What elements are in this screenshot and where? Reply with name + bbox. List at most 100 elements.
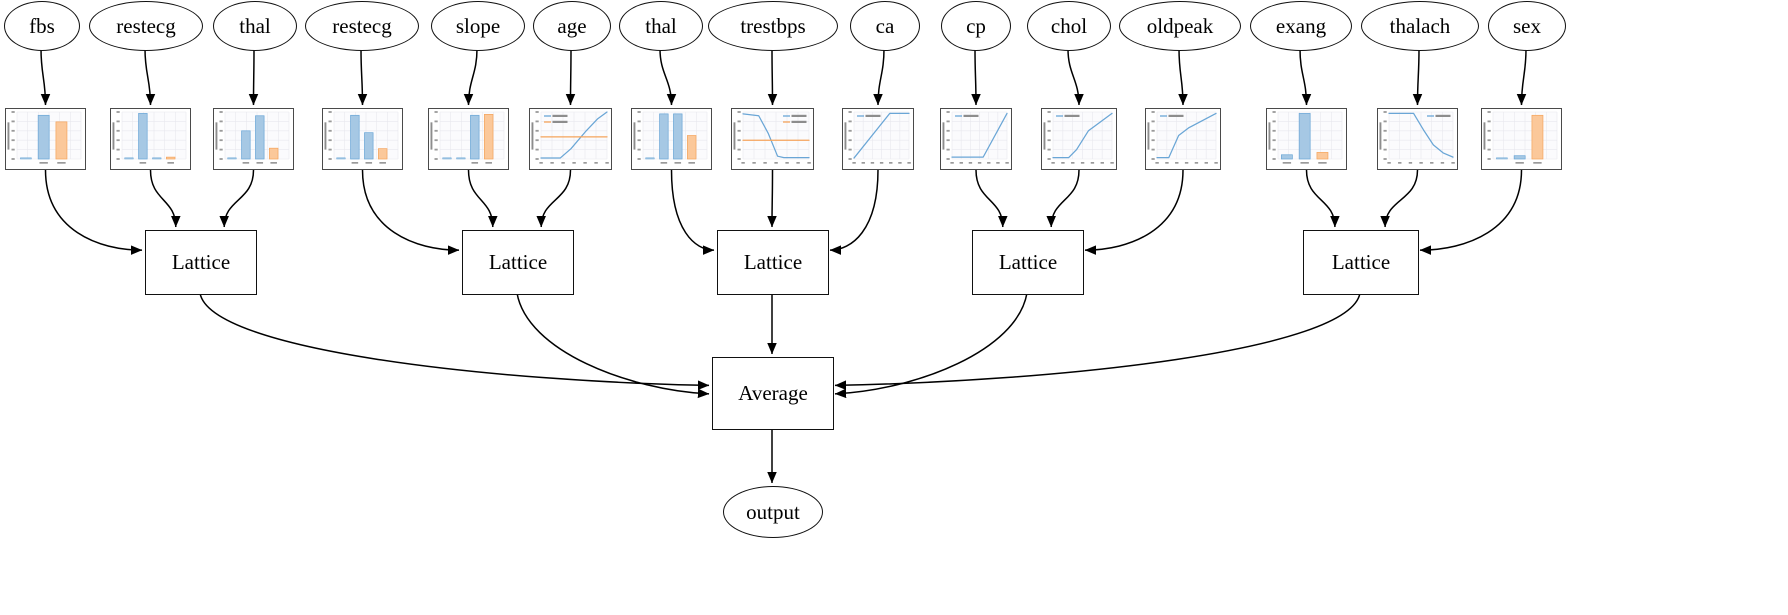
- calibrator-plot-svg: [530, 109, 610, 168]
- calibrator-plot-fbs[interactable]: [5, 108, 86, 170]
- graph-edge: [873, 48, 885, 106]
- calibrator-plot-svg: [6, 109, 84, 168]
- feature-node-thal[interactable]: thal: [619, 1, 703, 51]
- feature-node-label: cp: [966, 13, 986, 38]
- graph-edge: [1299, 48, 1312, 106]
- graph-edge: [1178, 48, 1188, 106]
- graph-edge: [467, 169, 498, 228]
- lattice-node-label: Lattice: [1331, 250, 1391, 274]
- graph-edge: [1516, 48, 1527, 106]
- feature-node-thal[interactable]: thal: [213, 1, 297, 51]
- feature-node-label: sex: [1513, 13, 1541, 38]
- graph-edge: [144, 48, 156, 106]
- calibrator-plot-thal[interactable]: [631, 108, 712, 170]
- average-node[interactable]: Average: [712, 357, 834, 430]
- feature-node-label: thal: [645, 13, 677, 38]
- graph-edge: [40, 48, 51, 106]
- feature-node-ca[interactable]: ca: [850, 1, 920, 51]
- feature-node-label: fbs: [29, 13, 55, 38]
- feature-node-label: chol: [1050, 13, 1088, 38]
- graph-edge: [767, 169, 777, 228]
- graph-edge: [219, 169, 255, 228]
- output-node-label: output: [746, 499, 800, 524]
- graph-edge: [357, 48, 368, 106]
- feature-node-slope[interactable]: slope: [431, 1, 525, 51]
- lattice-node-label: Lattice: [171, 250, 231, 274]
- graph-edge: [1046, 169, 1080, 228]
- calibrator-plot-trestbps[interactable]: [731, 108, 814, 170]
- calibrator-plot-svg: [1146, 109, 1219, 168]
- feature-node-label: exang: [1275, 13, 1327, 38]
- graph-edge: [1084, 169, 1184, 255]
- lattice-node-label: Lattice: [998, 250, 1058, 274]
- calibrator-plot-slope[interactable]: [428, 108, 509, 170]
- calibrator-plot-sex[interactable]: [1481, 108, 1562, 170]
- calibrator-plot-age[interactable]: [529, 108, 612, 170]
- calibrator-plot-svg: [111, 109, 189, 168]
- lattice-node[interactable]: Lattice: [462, 230, 574, 295]
- calibrator-plot-oldpeak[interactable]: [1145, 108, 1221, 170]
- calibrator-plot-chol[interactable]: [1041, 108, 1117, 170]
- calibrator-plot-exang[interactable]: [1266, 108, 1347, 170]
- calibrator-plot-svg: [632, 109, 710, 168]
- feature-node-age[interactable]: age: [533, 1, 611, 51]
- graph-edge: [248, 48, 259, 106]
- feature-node-chol[interactable]: chol: [1027, 1, 1111, 51]
- graph-edge: [565, 48, 576, 106]
- calibrator-plot-svg: [843, 109, 912, 168]
- lattice-node[interactable]: Lattice: [972, 230, 1084, 295]
- graph-edge: [834, 292, 1028, 399]
- feature-node-oldpeak[interactable]: oldpeak: [1119, 1, 1241, 51]
- calibrator-plot-svg: [1378, 109, 1456, 168]
- calibrator-plot-svg: [1267, 109, 1345, 168]
- output-node[interactable]: output: [723, 486, 823, 538]
- lattice-node[interactable]: Lattice: [1303, 230, 1419, 295]
- graph-edge: [516, 292, 710, 399]
- feature-node-sex[interactable]: sex: [1488, 1, 1566, 51]
- feature-node-cp[interactable]: cp: [941, 1, 1011, 51]
- graph-edge: [670, 169, 715, 255]
- calibrator-plot-restecg[interactable]: [322, 108, 403, 170]
- calibrator-plot-restecg[interactable]: [110, 108, 191, 170]
- feature-node-label: age: [557, 13, 587, 38]
- feature-node-label: ca: [875, 13, 895, 38]
- average-node-label: Average: [738, 381, 808, 405]
- feature-node-label: thal: [239, 13, 271, 38]
- feature-node-label: thalach: [1389, 13, 1451, 38]
- feature-node-label: oldpeak: [1146, 13, 1214, 38]
- calibrator-plot-thalach[interactable]: [1377, 108, 1458, 170]
- feature-node-label: restecg: [116, 13, 176, 38]
- calibrator-plot-ca[interactable]: [842, 108, 914, 170]
- graph-edge: [199, 292, 710, 390]
- graph-edge: [975, 169, 1008, 228]
- calibrator-plot-svg: [429, 109, 507, 168]
- lattice-node[interactable]: Lattice: [717, 230, 829, 295]
- graph-edge: [361, 169, 460, 255]
- calibrator-plot-svg: [732, 109, 812, 168]
- feature-node-restecg[interactable]: restecg: [89, 1, 203, 51]
- calibrator-plot-svg: [1042, 109, 1115, 168]
- graph-edge: [659, 48, 677, 106]
- lattice-node-label: Lattice: [743, 250, 803, 274]
- calibrator-plot-svg: [1482, 109, 1560, 168]
- graph-edge: [971, 48, 981, 106]
- graph-edge: [1412, 48, 1423, 106]
- feature-node-trestbps[interactable]: trestbps: [708, 1, 838, 51]
- calibrator-plot-svg: [323, 109, 401, 168]
- feature-node-thalach[interactable]: thalach: [1361, 1, 1479, 51]
- calibrator-plot-svg: [941, 109, 1010, 168]
- calibrator-plot-svg: [214, 109, 292, 168]
- calibrator-plot-thal[interactable]: [213, 108, 294, 170]
- lattice-node-label: Lattice: [488, 250, 548, 274]
- calibrator-plot-cp[interactable]: [940, 108, 1012, 170]
- graph-edge: [1305, 169, 1340, 228]
- feature-node-label: trestbps: [740, 13, 806, 38]
- feature-node-exang[interactable]: exang: [1250, 1, 1352, 51]
- graph-edge: [1419, 169, 1523, 255]
- graph-edge: [463, 48, 478, 106]
- feature-node-restecg[interactable]: restecg: [305, 1, 419, 51]
- feature-node-fbs[interactable]: fbs: [4, 1, 80, 51]
- lattice-node[interactable]: Lattice: [145, 230, 257, 295]
